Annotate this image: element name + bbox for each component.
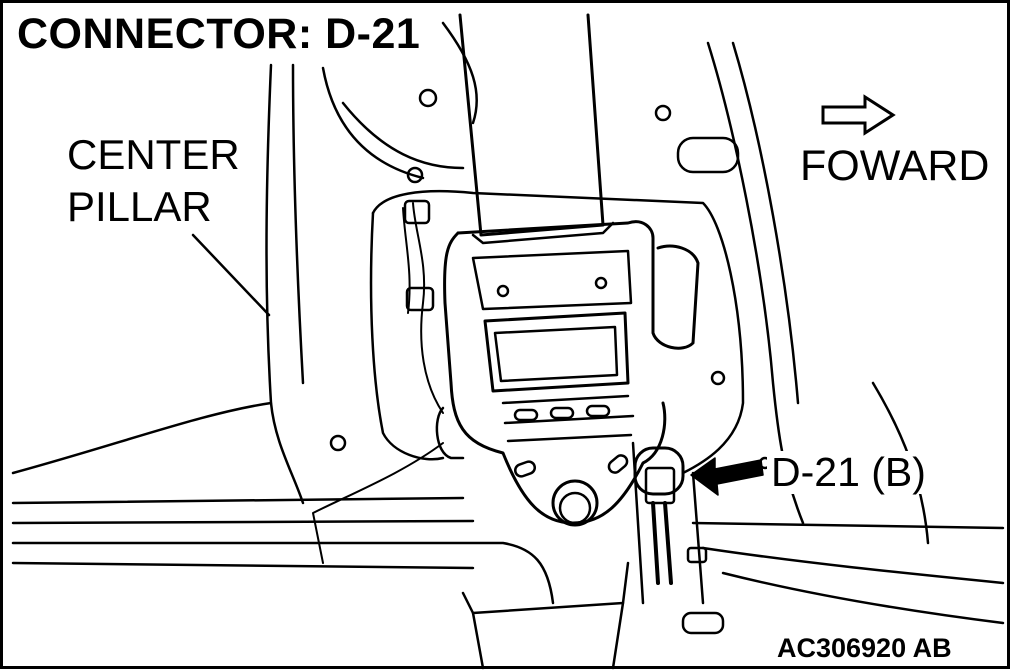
sill-line <box>11 519 475 525</box>
anchor-slot <box>607 454 629 474</box>
rib-slot <box>585 404 611 418</box>
sill-line <box>11 561 475 570</box>
connector-d21-body <box>644 466 676 505</box>
roof-rail-line <box>441 21 478 125</box>
sill-line-right <box>691 521 1005 530</box>
rib-slot <box>549 406 575 420</box>
side-tab <box>435 406 465 460</box>
floor-step <box>461 561 630 615</box>
retractor-housing <box>443 220 700 525</box>
floor-step-3 <box>611 601 625 670</box>
bolt-tab <box>676 136 740 174</box>
center-pillar-label-line1: CENTER <box>67 131 240 178</box>
cover-screw <box>594 276 608 290</box>
center-pillar-outline <box>265 63 305 505</box>
retractor-ribs <box>501 394 635 443</box>
sill-line <box>11 496 465 505</box>
diagram-title: CONNECTOR: D-21 <box>15 13 427 58</box>
forward-arrow-icon <box>821 94 896 136</box>
seatbelt-retractor-drawing <box>11 13 1005 670</box>
mounting-hole <box>329 434 347 452</box>
rib-slot <box>513 408 539 422</box>
connector-wire-sheath <box>631 441 705 605</box>
bracket-panel <box>371 189 745 475</box>
bracket-panel-left <box>369 211 445 461</box>
center-pillar-label-line2: PILLAR <box>67 183 212 230</box>
connector-wire <box>651 501 673 585</box>
wire-clip <box>405 286 435 312</box>
mounting-hole <box>654 104 672 122</box>
anchor-slot <box>513 460 537 478</box>
mounting-hole <box>406 166 424 184</box>
upper-panel-line-2 <box>341 101 465 170</box>
mounting-hole <box>710 370 726 386</box>
right-panel-curve-2 <box>731 41 800 405</box>
center-pillar-label: CENTER PILLAR <box>67 129 240 233</box>
belt-webbing-guide <box>471 221 615 245</box>
connector-label: D-21 (B) <box>767 451 930 494</box>
forward-label: FOWARD <box>796 143 994 190</box>
figure-id: AC306920 AB <box>773 633 956 664</box>
floor-clip <box>681 611 725 635</box>
anchor-bolt-head <box>558 491 592 525</box>
retractor-cover-top <box>471 249 633 311</box>
retractor-window-inner <box>493 325 619 383</box>
center-pillar-inner <box>291 63 305 385</box>
center-pillar-leader-line <box>191 233 271 317</box>
floor-clip <box>686 546 708 564</box>
belt-webbing <box>458 13 605 237</box>
sill-line <box>11 541 555 605</box>
floor-step-2 <box>471 611 485 670</box>
sill-line-right <box>721 571 1005 625</box>
sill-line-right <box>701 546 1005 585</box>
cover-screw <box>496 284 510 298</box>
wire-harness <box>412 202 444 414</box>
wire-harness-lower <box>312 442 444 564</box>
pillar-base-curve <box>11 401 273 475</box>
wire-clip <box>403 199 431 225</box>
mounting-hole <box>418 88 438 108</box>
anchor-bolt <box>551 479 599 527</box>
retractor-window <box>483 311 630 393</box>
upper-panel-line <box>321 66 425 180</box>
